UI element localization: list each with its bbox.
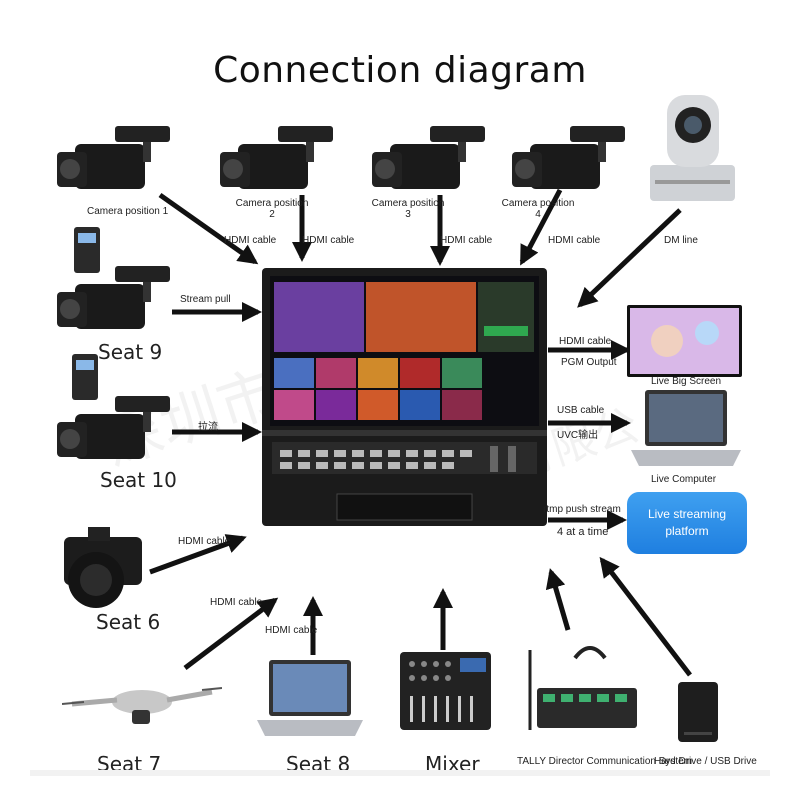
seat-8-laptop bbox=[255, 658, 365, 745]
live-big-screen bbox=[627, 305, 742, 382]
platform-cable-label: rtmp push stream bbox=[543, 504, 621, 515]
computer-sub-label: UVC输出 bbox=[557, 430, 599, 441]
camera-2-label: Camera position 2 bbox=[232, 198, 312, 220]
camera-2-label-line1: Camera position bbox=[235, 198, 309, 209]
monitor-icon bbox=[627, 305, 742, 377]
camera-2-label-line2: 2 bbox=[269, 209, 275, 220]
camera-3-label-line1: Camera position bbox=[371, 198, 445, 209]
seat-7-drone bbox=[61, 672, 223, 747]
platform-label-line1: Live streaming bbox=[647, 507, 727, 521]
arrow-seat6 bbox=[149, 534, 247, 575]
camera-4-label-line2: 4 bbox=[535, 209, 541, 220]
camera-4-label: Camera position 4 bbox=[498, 198, 578, 220]
camera-position-1 bbox=[55, 122, 175, 202]
live-streaming-platform: Live streaming platform bbox=[627, 492, 747, 554]
seat-6-label: Seat 6 bbox=[96, 610, 161, 634]
arrow-cam4 bbox=[519, 188, 563, 266]
platform-label-line2: platform bbox=[665, 524, 709, 538]
arrow-cam1 bbox=[158, 192, 259, 265]
ptz-cable-label: DM line bbox=[664, 235, 698, 246]
camcorder-icon bbox=[57, 126, 170, 189]
arrow-hdd bbox=[599, 556, 692, 677]
seat-6-cable-label: HDMI cable bbox=[178, 536, 231, 547]
seat-10-cable-label: 拉流 bbox=[198, 422, 218, 433]
seat-10-camera bbox=[55, 392, 175, 472]
hard-drive-label: Hard Drive / USB Drive bbox=[654, 756, 757, 767]
camcorder-icon bbox=[57, 396, 170, 459]
laptop-icon bbox=[631, 390, 741, 466]
camera-4-cable-label: HDMI cable bbox=[548, 235, 601, 246]
laptop-icon bbox=[257, 660, 363, 736]
video-switcher-device bbox=[262, 268, 547, 526]
floor-shadow bbox=[30, 770, 770, 776]
mixer-icon bbox=[400, 652, 491, 730]
ptz-camera bbox=[645, 95, 740, 210]
seat-10-encoder bbox=[70, 352, 100, 407]
arrow-tally bbox=[545, 568, 571, 631]
seat-6-camera bbox=[58, 525, 153, 620]
camcorder-icon bbox=[512, 126, 625, 189]
ptz-camera-icon bbox=[650, 95, 735, 201]
seat-9-encoder bbox=[72, 225, 102, 280]
big-screen-cable-label: HDMI cable bbox=[559, 336, 612, 347]
hard-drive-icon bbox=[678, 682, 718, 742]
drone-icon bbox=[61, 687, 223, 724]
encoder-icon bbox=[72, 354, 98, 400]
seat-9-cable-label: Stream pull bbox=[180, 294, 231, 305]
platform-sub-label: 4 at a time bbox=[557, 526, 609, 538]
computer-cable-label: USB cable bbox=[557, 405, 605, 416]
camcorder-icon bbox=[220, 126, 333, 189]
camera-1-label: Camera position 1 bbox=[87, 206, 169, 217]
live-computer bbox=[627, 388, 745, 475]
seat-9-label: Seat 9 bbox=[98, 340, 163, 364]
camera-2-cable-label: HDMI cable bbox=[302, 235, 355, 246]
camera-4-label-line1: Camera position bbox=[501, 198, 575, 209]
camera-3-label: Camera position 3 bbox=[368, 198, 448, 220]
tally-label: TALLY Director Communication System bbox=[517, 756, 693, 767]
camera-position-3 bbox=[370, 122, 490, 202]
audio-mixer bbox=[398, 650, 493, 737]
encoder-icon bbox=[74, 227, 100, 273]
camcorder-icon bbox=[57, 266, 170, 329]
camera-position-4 bbox=[510, 122, 630, 202]
seat-10-label: Seat 10 bbox=[100, 468, 177, 492]
hard-drive bbox=[676, 680, 720, 749]
computer-label: Live Computer bbox=[651, 474, 717, 485]
arrow-ptz bbox=[577, 208, 682, 308]
seat-7-cable-label: HDMI cable bbox=[210, 597, 263, 608]
mirrorless-camera-icon bbox=[64, 527, 142, 608]
intercom-icon bbox=[528, 646, 637, 730]
tally-system bbox=[515, 630, 655, 745]
camera-3-cable-label: HDMI cable bbox=[440, 235, 493, 246]
big-screen-label: Live Big Screen bbox=[651, 376, 722, 387]
switcher-icon bbox=[262, 268, 547, 526]
seat-8-cable-label: HDMI cable bbox=[265, 625, 318, 636]
seat-9-camera bbox=[55, 262, 175, 342]
big-screen-sub-label: PGM Output bbox=[561, 357, 617, 368]
camera-3-label-line2: 3 bbox=[405, 209, 411, 220]
camera-position-2 bbox=[218, 122, 338, 202]
arrow-seat7 bbox=[183, 597, 279, 670]
camera-1-cable-label: HDMI cable bbox=[224, 235, 277, 246]
camcorder-icon bbox=[372, 126, 485, 189]
page-title: Connection diagram bbox=[213, 50, 587, 91]
